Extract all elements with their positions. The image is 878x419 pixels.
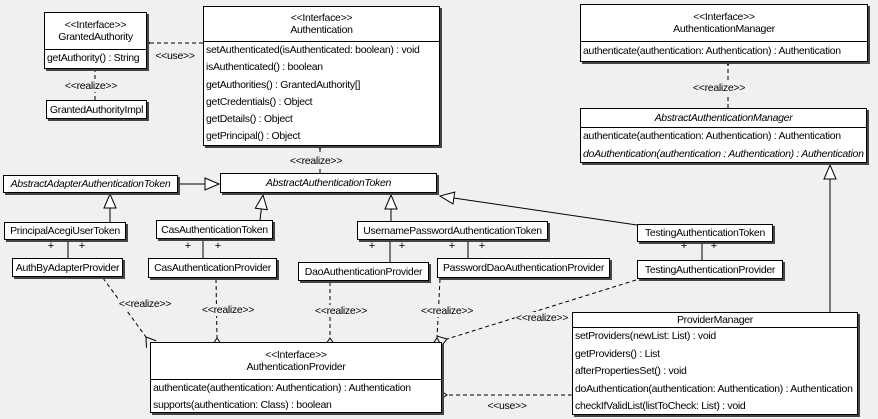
class-username-password-authentication-token[interactable]: UsernamePasswordAuthenticationToken bbox=[357, 221, 548, 240]
multiplicity-label: + bbox=[448, 240, 456, 252]
multiplicity-label: + bbox=[184, 240, 192, 252]
class-name: ProviderManager bbox=[676, 314, 754, 326]
class-name: GrantedAuthorityImpl bbox=[49, 103, 144, 116]
stereotype-label: <<Interface>> bbox=[64, 19, 127, 31]
method: isAuthenticated() : boolean bbox=[206, 61, 323, 74]
multiplicity-label: + bbox=[368, 240, 376, 252]
realize-label: <<realize>> bbox=[419, 305, 475, 317]
class-cas-authentication-token[interactable]: CasAuthenticationToken bbox=[156, 220, 273, 239]
method: authenticate(authentication: Authenticat… bbox=[153, 382, 411, 394]
realize-testing-provider bbox=[436, 279, 637, 348]
class-name: TestingAuthenticationToken bbox=[644, 227, 766, 239]
class-abstract-adapter-authentication-token[interactable]: AbstractAdapterAuthenticationToken bbox=[3, 175, 178, 193]
class-provider-manager[interactable]: ProviderManager setProviders(newList: Li… bbox=[572, 312, 858, 415]
method: authenticate(authentication: Authenticat… bbox=[583, 45, 841, 57]
class-name: UsernamePasswordAuthenticationToken bbox=[363, 224, 542, 237]
class-name: PasswordDaoAuthenticationProvider bbox=[442, 262, 605, 274]
method: doAuthentication(authentication : Authen… bbox=[583, 147, 864, 160]
method: getDetails() : Object bbox=[206, 113, 293, 126]
method: getPrincipal() : Object bbox=[206, 130, 301, 143]
class-name: AbstractAuthenticationManager bbox=[654, 112, 793, 124]
class-auth-by-adapter-provider[interactable]: AuthByAdapterProvider bbox=[12, 258, 123, 277]
stereotype-label: <<Interface>> bbox=[693, 11, 755, 23]
class-cas-authentication-provider[interactable]: CasAuthenticationProvider bbox=[148, 258, 277, 278]
class-name: AuthenticationManager bbox=[673, 23, 775, 35]
class-name: Authentication bbox=[290, 24, 353, 36]
multiplicity-label: + bbox=[47, 240, 55, 252]
method: afterPropertiesSet() : void bbox=[575, 365, 687, 377]
class-name: AbstractAdapterAuthenticationToken bbox=[10, 178, 171, 190]
method: getAuthority() : String bbox=[47, 52, 140, 64]
class-testing-authentication-provider[interactable]: TestingAuthenticationProvider bbox=[637, 260, 783, 279]
class-testing-authentication-token[interactable]: TestingAuthenticationToken bbox=[637, 224, 773, 242]
method: authenticate(authentication: Authenticat… bbox=[583, 130, 841, 142]
use-label: <<use>> bbox=[486, 400, 528, 412]
class-abstract-authentication-token[interactable]: AbstractAuthenticationToken bbox=[220, 173, 437, 193]
class-granted-authority-impl[interactable]: GrantedAuthorityImpl bbox=[46, 100, 147, 119]
realize-label: <<realize>> bbox=[288, 155, 344, 167]
class-name: AuthenticationProvider bbox=[246, 361, 346, 373]
generalization-testing-token-to-abstract-token bbox=[440, 196, 638, 226]
realize-label: <<realize>> bbox=[514, 312, 570, 324]
use-label: <<use>> bbox=[154, 50, 196, 62]
method: getProviders() : List bbox=[575, 347, 660, 360]
multiplicity-label: + bbox=[398, 240, 406, 252]
method: getCredentials() : Object bbox=[206, 95, 313, 108]
class-granted-authority[interactable]: <<Interface>> GrantedAuthority getAuthor… bbox=[44, 12, 147, 69]
stereotype-label: <<Interface>> bbox=[290, 12, 353, 24]
multiplicity-label: + bbox=[214, 240, 222, 252]
class-name: CasAuthenticationProvider bbox=[154, 262, 271, 274]
method: setAuthenticated(isAuthenticated: boolea… bbox=[206, 44, 420, 56]
class-authentication-manager[interactable]: <<Interface>> AuthenticationManager auth… bbox=[580, 4, 868, 62]
method: getAuthorities() : GrantedAuthority[] bbox=[206, 78, 361, 91]
multiplicity-label: + bbox=[680, 240, 688, 252]
class-name: GrantedAuthority bbox=[58, 31, 133, 43]
realize-label: <<realize>> bbox=[63, 80, 119, 92]
method: doAuthentication(authentication: Authent… bbox=[575, 382, 853, 395]
class-abstract-authentication-manager[interactable]: AbstractAuthenticationManager authentica… bbox=[580, 108, 867, 163]
class-name: PrincipalAcegiUserToken bbox=[10, 225, 120, 237]
method: checkIfValidList(listToCheck: List) : vo… bbox=[575, 400, 746, 412]
multiplicity-label: + bbox=[78, 240, 86, 252]
class-authentication-provider[interactable]: <<Interface>> AuthenticationProvider aut… bbox=[150, 342, 442, 413]
multiplicity-label: + bbox=[478, 240, 486, 252]
class-name: DaoAuthenticationProvider bbox=[304, 265, 423, 278]
class-name: AbstractAuthenticationToken bbox=[265, 177, 392, 189]
generalization-cas-token-to-abstract-token bbox=[260, 195, 263, 221]
multiplicity-label: + bbox=[710, 240, 718, 252]
class-dao-authentication-provider[interactable]: DaoAuthenticationProvider bbox=[298, 262, 429, 281]
class-authentication[interactable]: <<Interface>> Authentication setAuthenti… bbox=[203, 6, 440, 146]
class-name: CasAuthenticationToken bbox=[161, 223, 268, 236]
class-name: AuthByAdapterProvider bbox=[15, 261, 120, 274]
class-principal-acegi-user-token[interactable]: PrincipalAcegiUserToken bbox=[4, 222, 126, 240]
realize-label: <<realize>> bbox=[117, 298, 173, 310]
class-password-dao-authentication-provider[interactable]: PasswordDaoAuthenticationProvider bbox=[437, 258, 610, 278]
realize-label: <<realize>> bbox=[313, 305, 369, 317]
class-name: TestingAuthenticationProvider bbox=[644, 263, 776, 276]
stereotype-label: <<Interface>> bbox=[265, 349, 327, 361]
realize-label: <<realize>> bbox=[200, 304, 256, 316]
method: supports(authentication: Class) : boolea… bbox=[153, 398, 332, 411]
realize-label: <<realize>> bbox=[691, 82, 747, 94]
method: setProviders(newList: List) : void bbox=[575, 330, 716, 342]
